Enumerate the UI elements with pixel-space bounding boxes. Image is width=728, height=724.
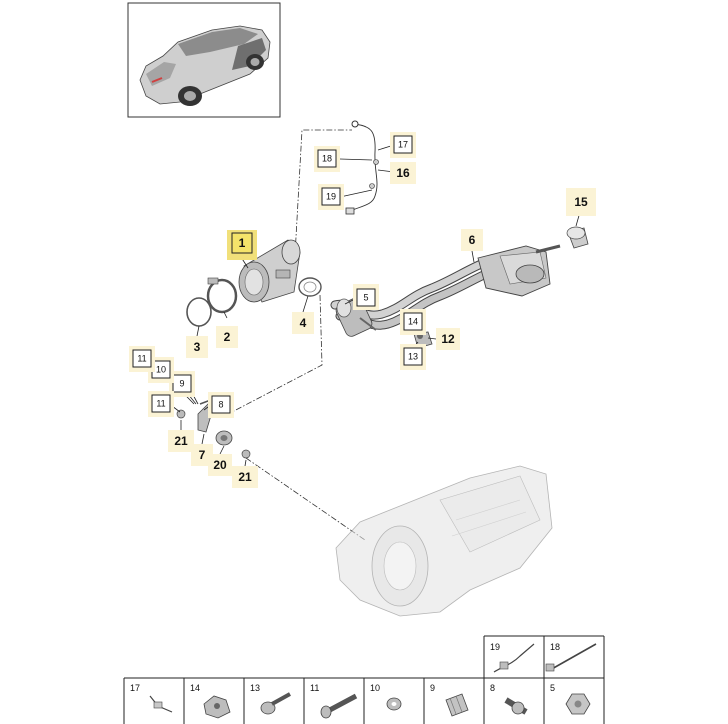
callout-9[interactable]: 9 [169,371,195,397]
legend-cell-13[interactable]: 13 [250,683,291,715]
callout-11-top[interactable]: 11 [129,346,155,372]
legend-cell-8[interactable]: 8 [490,683,528,715]
legend-5-label: 5 [550,683,555,693]
legend-cell-11[interactable]: 11 [310,683,358,719]
vehicle-thumbnail [127,2,281,118]
legend-13-label: 13 [250,683,260,693]
callout-20-label: 20 [213,458,227,472]
callout-16[interactable]: 16 [390,162,416,184]
bolt-icon [320,693,358,719]
callout-5[interactable]: 5 [353,284,379,310]
nut-21b [241,449,251,459]
callout-7[interactable]: 7 [191,444,213,466]
callout-11-lower-label: 11 [156,399,165,409]
legend-cell-5[interactable]: 5 [550,683,591,715]
legend-cell-18[interactable]: 18 [545,642,597,672]
legend-8-label: 8 [490,683,495,693]
callout-17-label: 17 [398,140,408,150]
sensor-lead-icon [493,643,535,673]
sensor-wire-16 [345,120,379,215]
callout-11-lower[interactable]: 11 [148,391,174,417]
washer-icon [386,697,402,711]
callout-19[interactable]: 19 [318,184,344,210]
callout-8[interactable]: 8 [208,392,234,418]
callout-8-label: 8 [218,400,223,410]
legend-18-label: 18 [550,642,560,652]
stud-bolt-icon [504,697,528,715]
legend-cell-17[interactable]: 17 [130,683,173,713]
seal-ring-3 [186,297,212,327]
callout-16-label: 16 [396,166,410,180]
legend-9-label: 9 [430,683,435,693]
gasket-4 [298,277,322,297]
rubber-mount-15 [566,226,589,249]
callout-21-left-label: 21 [174,434,188,448]
legend-cell-14[interactable]: 14 [190,683,231,719]
callout-19-label: 19 [326,192,336,202]
callout-14-label: 14 [408,317,418,327]
legend-cell-19[interactable]: 19 [490,642,535,673]
bush-20 [215,430,233,446]
hex-nut-icon [565,693,591,715]
callout-12-label: 12 [441,332,455,346]
callout-12[interactable]: 12 [436,328,460,350]
callout-20[interactable]: 20 [208,454,232,476]
legend-19-label: 19 [490,642,500,652]
callout-18[interactable]: 18 [314,146,340,172]
clamp-2 [206,277,238,314]
callout-18-label: 18 [322,154,332,164]
bracket-icon [203,695,231,719]
callout-13[interactable]: 13 [400,344,426,370]
callout-4-label: 4 [300,316,307,330]
callout-10-label: 10 [156,365,166,375]
callout-11-top-label: 11 [137,354,146,364]
callout-6[interactable]: 6 [461,229,483,251]
callout-6-label: 6 [469,233,476,247]
callout-21-right[interactable]: 21 [232,466,258,488]
suv-icon [139,25,271,106]
legend-11-label: 11 [310,683,319,693]
callout-3-label: 3 [194,340,201,354]
spacer-sleeve-icon [445,693,469,717]
cable-tie-icon [545,643,597,672]
callout-5-label: 5 [363,293,368,303]
callout-7-label: 7 [199,448,206,462]
callout-17[interactable]: 17 [390,132,416,158]
legend-cell-10[interactable]: 10 [370,683,402,711]
legend-top-row: 19 18 [483,635,605,678]
callout-2[interactable]: 2 [216,326,238,348]
legend-bottom-row: 17 14 13 11 [123,677,605,724]
bolt-washer-icon [260,692,291,715]
callout-15[interactable]: 15 [566,188,596,216]
callouts: 1 2 3 4 5 6 7 8 [129,132,596,488]
callout-15-label: 15 [574,195,588,209]
callout-4[interactable]: 4 [292,312,314,334]
transmission-gearbox [335,465,553,617]
clip-icon [149,695,173,713]
callout-3[interactable]: 3 [186,336,208,358]
callout-9-label: 9 [179,379,184,389]
callout-1[interactable]: 1 [227,230,257,260]
legend-14-label: 14 [190,683,200,693]
catalytic-converter-1 [238,239,301,303]
legend-10-label: 10 [370,683,380,693]
callout-13-label: 13 [408,352,418,362]
callout-1-label: 1 [239,236,246,250]
dashed-connectors [231,129,366,541]
legend-17-label: 17 [130,683,140,693]
legend-cell-9[interactable]: 9 [430,683,469,717]
callout-2-label: 2 [224,330,231,344]
nut-21a [176,409,186,419]
parts-legend-table: 19 18 [123,635,605,724]
callout-21-right-label: 21 [238,470,252,484]
callout-14[interactable]: 14 [400,309,426,335]
callout-21-left[interactable]: 21 [168,430,194,452]
